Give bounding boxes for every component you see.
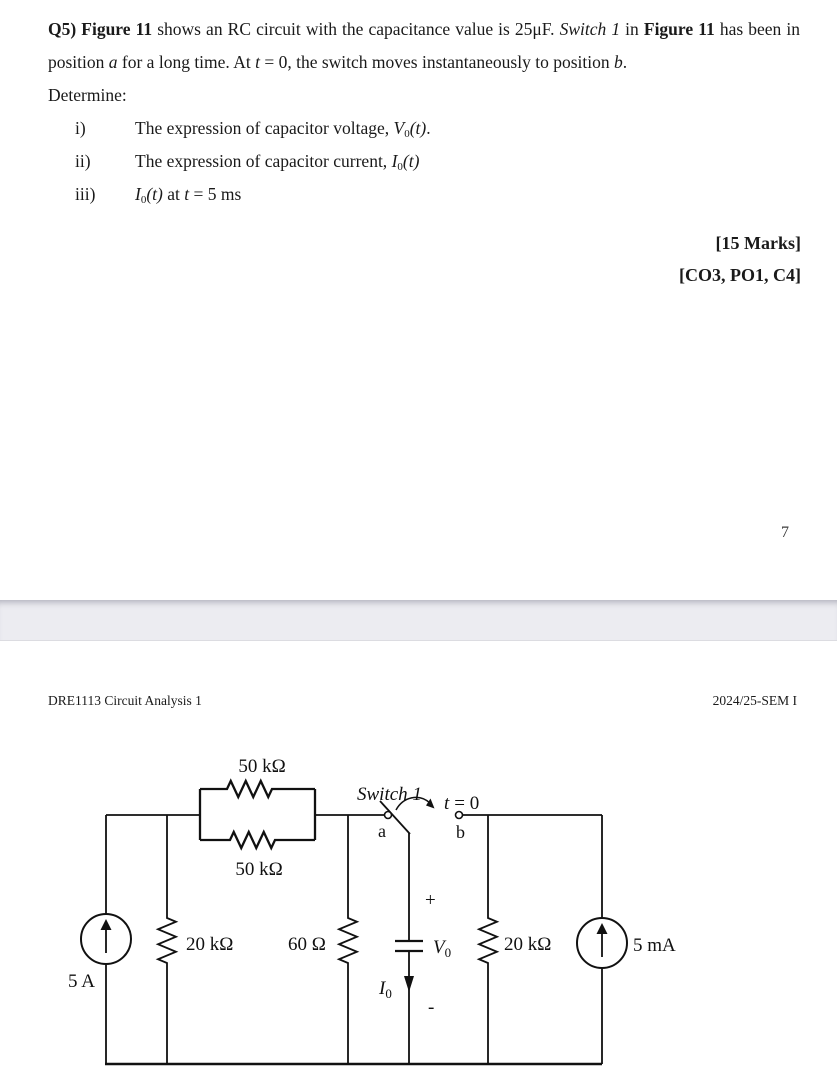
switch-contact-b <box>454 810 464 820</box>
question-paragraph: Q5) Figure 11 shows an RC circuit with t… <box>48 13 800 79</box>
voltage-subscript: 0 <box>404 128 410 140</box>
question-text-run: in <box>620 19 644 39</box>
header-course-title: DRE1113 Circuit Analysis 1 <box>48 693 202 708</box>
co-po-line: [CO3, PO1, C4] <box>679 265 801 285</box>
item-text-run: = 5 ms <box>189 184 242 204</box>
capacitor-current-label: I0 <box>378 978 392 1001</box>
current-subscript: 0 <box>397 161 403 173</box>
question-item-i: i) The expression of capacitor voltage, … <box>48 112 800 145</box>
document-header: DRE1113 Circuit Analysis 1 2024/25-SEM I <box>48 693 797 709</box>
capacitor-plus-sign: + <box>425 890 436 911</box>
current-symbol: I <box>391 151 398 171</box>
resistor-50k-bottom-label: 50 kΩ <box>235 859 282 880</box>
item-number: ii) <box>75 151 91 171</box>
figure-ref-run: Figure 11 <box>643 19 715 39</box>
t-equation: = 0 <box>454 793 479 814</box>
item-number: i) <box>75 118 86 138</box>
t-equals-zero-label: t= 0 <box>444 793 479 814</box>
resistor-60-label: 60 Ω <box>288 934 326 955</box>
current-source-5a-arrowhead <box>100 919 112 930</box>
current-arg: (t) <box>146 184 163 204</box>
resistor-20k-left-zigzag <box>155 815 179 1064</box>
item-text-run: The expression of capacitor voltage, <box>135 118 394 138</box>
question-text-run: . <box>622 52 628 72</box>
current-arg: (t) <box>402 151 420 171</box>
resistor-20k-right-label: 20 kΩ <box>504 934 551 955</box>
contact-a-label: a <box>378 821 386 841</box>
item-text: The expression of capacitor voltage, V0(… <box>135 112 431 145</box>
i0-arrowhead <box>404 976 414 992</box>
marks-line: [15 Marks] <box>715 233 801 253</box>
current-symbol: I <box>135 184 141 204</box>
question-number: Q5) Figure 11 <box>48 19 153 39</box>
item-text-run: . <box>426 118 431 138</box>
capacitor-voltage-label: V0 <box>433 937 451 960</box>
t-symbol: t <box>444 793 450 814</box>
i-symbol: I <box>378 978 387 999</box>
determine-label: Determine: <box>48 85 127 105</box>
switch-blade <box>379 800 411 835</box>
header-semester: 2024/25-SEM I <box>712 693 797 708</box>
question-item-iii: iii) I0(t) at t = 5 ms <box>48 178 800 211</box>
question-block: Q5) Figure 11 shows an RC circuit with t… <box>48 13 800 211</box>
source-5a-label: 5 A <box>68 971 95 992</box>
switch-motion-arrowhead <box>426 798 435 809</box>
voltage-symbol: V <box>393 118 405 138</box>
t-var-run: t <box>255 52 260 72</box>
item-text-run: at <box>162 184 185 204</box>
switch-name-run: Switch 1 <box>559 19 621 39</box>
marks-block: [15 Marks] [CO3, PO1, C4] <box>679 227 801 291</box>
t-var-run: t <box>184 184 190 204</box>
voltage-arg: (t) <box>409 118 427 138</box>
parallel-resistor-box <box>198 778 317 851</box>
source-5ma-label: 5 mA <box>633 935 676 956</box>
current-source-5ma-arrowhead <box>596 923 608 934</box>
switch-motion-arrow <box>395 796 431 811</box>
item-text: The expression of capacitor current, I0(… <box>135 145 419 178</box>
switch-label: Switch 1 <box>357 784 422 805</box>
switch-contact-a <box>383 810 393 820</box>
item-text: I0(t) at t = 5 ms <box>135 178 241 211</box>
page-break-band <box>0 600 837 641</box>
position-a-run: a <box>108 52 118 72</box>
current-subscript: 0 <box>140 194 147 206</box>
resistor-50k-top-label: 50 kΩ <box>238 756 285 777</box>
i-subscript: 0 <box>385 986 392 1001</box>
position-b-run: b <box>613 52 623 72</box>
v-subscript: 0 <box>445 945 452 960</box>
question-text-run: for a long time. At <box>117 52 256 72</box>
resistor-20k-right-zigzag <box>476 815 500 1064</box>
resistor-20k-left-label: 20 kΩ <box>186 934 233 955</box>
v-symbol: V <box>433 937 447 958</box>
question-item-ii: ii) The expression of capacitor current,… <box>48 145 800 178</box>
contact-b-label: b <box>456 822 465 842</box>
capacitor-plates <box>395 939 423 953</box>
question-text-run: has been in position <box>48 19 800 72</box>
capacitor-minus-sign: - <box>428 997 434 1018</box>
resistor-60-zigzag <box>336 815 360 1064</box>
circuit-wires <box>105 814 603 1064</box>
page-number: 7 <box>781 524 789 541</box>
item-text-run: The expression of capacitor current, <box>135 151 392 171</box>
circuit-figure: 50 kΩ 50 kΩ Switch 1 t= 0 a b 20 kΩ 60 Ω… <box>68 756 676 1066</box>
question-text-run: shows an RC circuit with the capacitance… <box>152 19 560 39</box>
item-number: iii) <box>75 184 96 204</box>
question-text-run: = 0, the switch moves instantaneously to… <box>259 52 614 72</box>
